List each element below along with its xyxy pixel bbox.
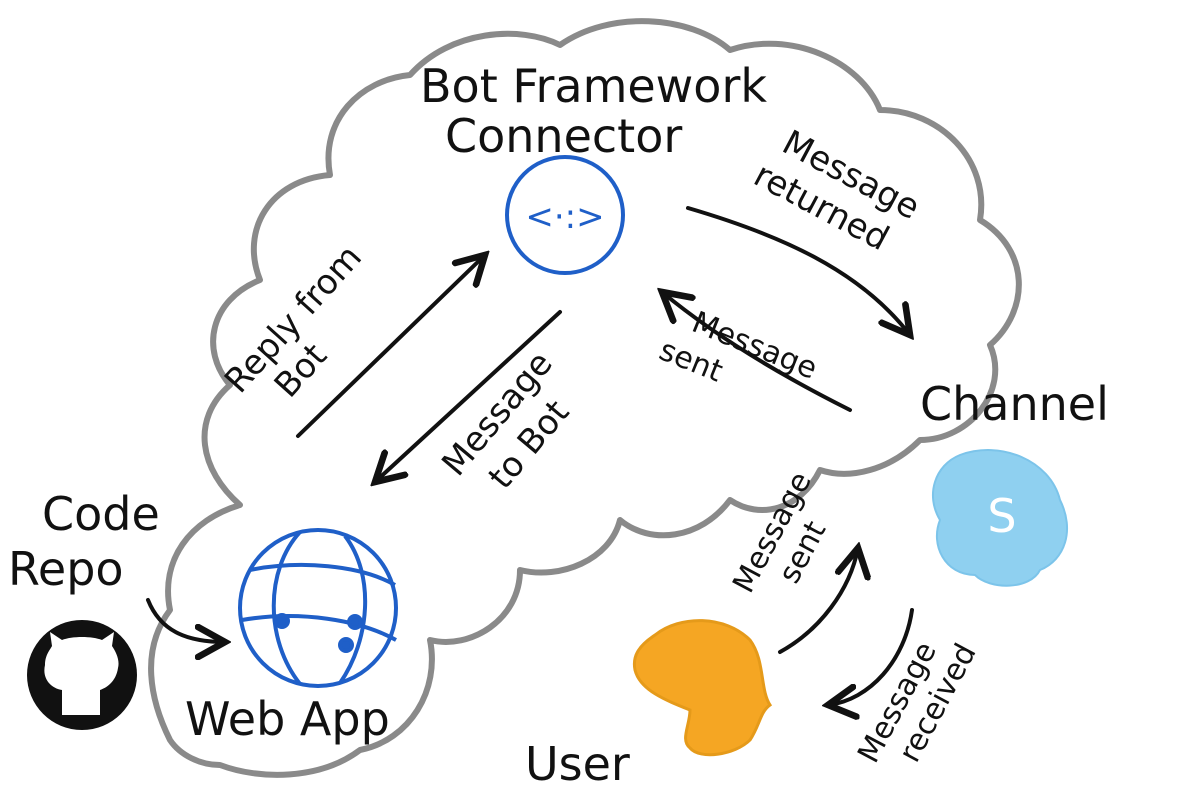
edge-message-sent-channel <box>662 292 852 412</box>
code-repo-label-line1: Code <box>42 487 160 541</box>
user-head-icon <box>632 619 773 757</box>
cloud-boundary <box>148 18 1022 778</box>
code-brackets-icon <box>505 155 625 275</box>
edge-message-received <box>828 608 914 705</box>
globe-network-icon <box>238 528 398 688</box>
code-repo-label-line2: Repo <box>8 542 124 596</box>
channel-node: S <box>931 449 1069 587</box>
skype-glyph: S <box>987 489 1016 543</box>
web-app-node: Web App <box>185 528 398 746</box>
connector-glyph: <·:> <box>525 197 604 237</box>
skype-icon <box>931 449 1069 587</box>
edge-repo-to-webapp <box>146 598 225 642</box>
connector-node: <·:> <box>505 155 625 275</box>
user-label: User <box>525 737 630 788</box>
diagram-title-line2: Connector <box>445 109 682 163</box>
edge-message-to-bot <box>375 310 562 482</box>
edge-reply-from-bot <box>296 255 485 438</box>
web-app-label: Web App <box>185 692 390 746</box>
user-node: User <box>525 619 773 788</box>
diagram-title-line1: Bot Framework <box>420 59 767 113</box>
github-icon <box>27 620 137 730</box>
edge-message-returned <box>686 206 910 335</box>
channel-label: Channel <box>920 377 1109 431</box>
edge-message-sent-user <box>778 548 858 654</box>
